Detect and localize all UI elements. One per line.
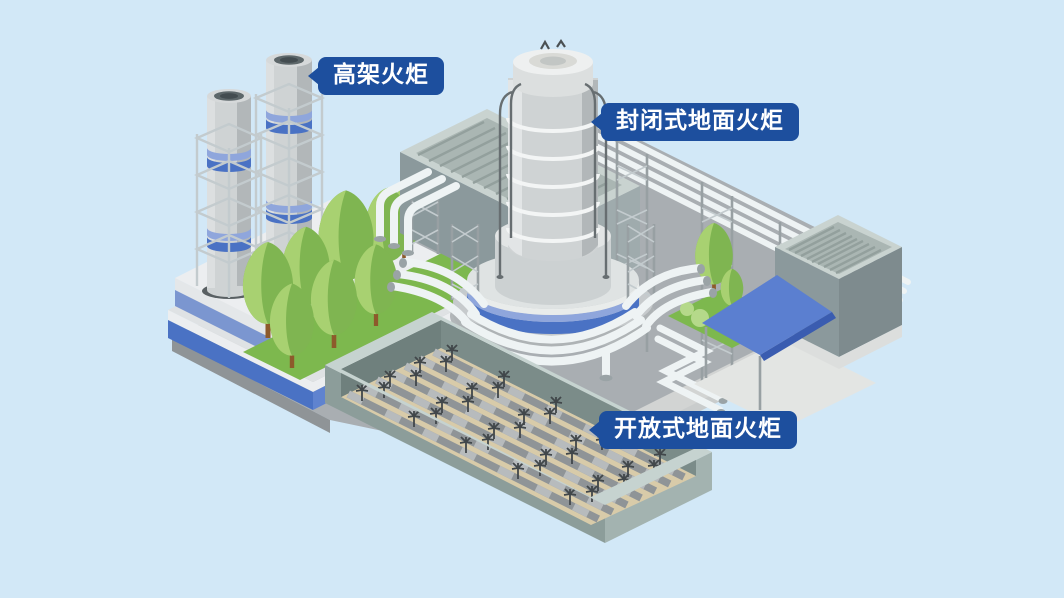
callout-label: 高架火炬: [333, 62, 429, 88]
enclosed-flare-body: [496, 39, 610, 279]
elevated-flare-stack-1: [194, 89, 264, 299]
callout-open-ground-flare: 开放式地面火炬: [589, 411, 797, 449]
callout-arrow-icon: [308, 67, 319, 85]
enclosed-ground-flare-tower: [387, 39, 717, 382]
elevated-flare-stack-2: [252, 53, 326, 263]
callout-arrow-icon: [589, 421, 600, 439]
open-ground-flare-pit: [325, 312, 712, 543]
callout-label: 封闭式地面火炬: [616, 108, 784, 134]
callout-label: 开放式地面火炬: [614, 416, 782, 442]
building-pipes: [374, 168, 460, 256]
elevated-flare-stacks: [194, 53, 326, 299]
utility-building-right: [694, 215, 902, 428]
canopy: [702, 275, 836, 410]
callout-arrow-icon: [591, 113, 602, 131]
callout-elevated-flare: 高架火炬: [308, 57, 444, 95]
pit-burner-rows: [346, 345, 686, 523]
callout-enclosed-ground-flare: 封闭式地面火炬: [591, 103, 799, 141]
